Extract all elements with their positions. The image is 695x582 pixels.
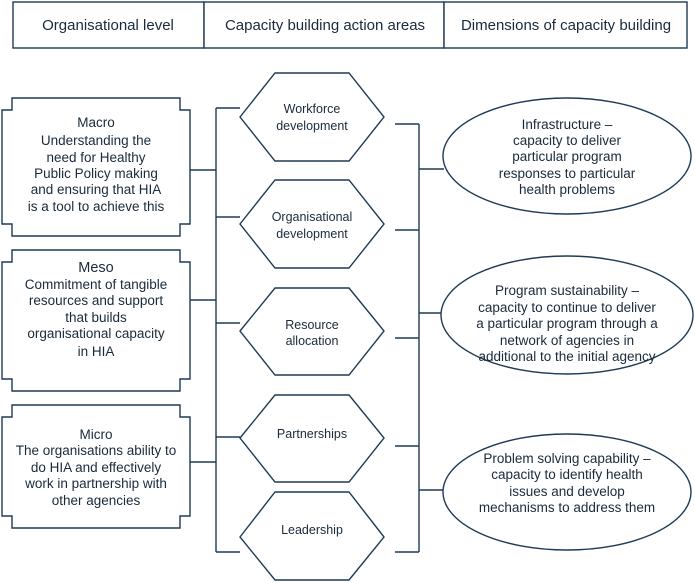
header-label-dimensions: Dimensions of capacity building <box>461 17 671 34</box>
level-line: resources and support <box>29 293 164 308</box>
action-area-label: Workforce <box>284 102 341 116</box>
dimension-line: health problems <box>519 182 615 197</box>
dimension-line: network of agencies in <box>500 333 634 348</box>
header-label-action-areas: Capacity building action areas <box>225 17 425 34</box>
hexagon-organisational-development <box>239 179 385 269</box>
dimension-line: Program sustainability – <box>495 283 640 298</box>
dimension-ellipses: Infrastructure – capacity to deliver par… <box>440 97 694 551</box>
level-title-micro: Micro <box>80 427 113 442</box>
action-area-label: Organisational <box>272 210 353 224</box>
level-line: organisational capacity <box>27 326 165 341</box>
action-area-label: Leadership <box>281 523 343 537</box>
level-line: that builds <box>65 310 127 325</box>
action-area-label: Partnerships <box>277 427 347 441</box>
level-line: and ensuring that HIA <box>31 182 162 197</box>
header-label-organisational-level: Organisational level <box>42 17 174 34</box>
dimension-line: particular program <box>512 149 622 164</box>
hexagon-partnerships <box>239 394 385 483</box>
connector-lines <box>190 107 444 553</box>
dimension-line: capacity to continue to deliver <box>478 300 656 315</box>
dimension-line: responses to particular <box>499 166 636 181</box>
hexagon-resource-allocation <box>239 287 385 376</box>
level-line: other agencies <box>52 493 141 508</box>
action-area-label: development <box>276 119 348 133</box>
dimension-line: Problem solving capability – <box>483 451 651 466</box>
ellipse-program-sustainability <box>440 255 694 375</box>
level-box-micro <box>1 404 191 529</box>
ellipse-problem-solving <box>442 433 692 551</box>
level-line: Commitment of tangible <box>25 277 168 292</box>
dimension-line: a particular program through a <box>476 316 658 331</box>
level-box-meso <box>1 249 191 392</box>
hexagon-leadership <box>239 491 385 581</box>
level-line: Public Policy making <box>34 166 158 181</box>
level-line: work in partnership with <box>24 476 167 491</box>
dimension-line: additional to the initial agency <box>478 349 655 364</box>
level-line: do HIA and effectively <box>31 460 162 475</box>
level-line: is a tool to achieve this <box>28 199 165 214</box>
level-title-macro: Macro <box>77 115 115 130</box>
level-line: in HIA <box>78 344 115 359</box>
header-cell-action-areas <box>203 1 445 49</box>
level-line: need for Healthy <box>46 150 145 165</box>
level-text-meso: Meso Commitment of tangible resources an… <box>25 260 168 359</box>
dimension-line: Infrastructure – <box>522 117 613 132</box>
level-line: The organisations ability to <box>16 443 177 458</box>
level-text-micro: Micro The organisations ability to do HI… <box>16 427 177 508</box>
level-line: Understanding the <box>41 133 151 148</box>
ellipse-infrastructure <box>442 97 692 215</box>
level-text-macro: Macro Understanding the need for Healthy… <box>28 115 165 214</box>
level-boxes: Macro Understanding the need for Healthy… <box>1 97 191 529</box>
action-area-label: development <box>276 227 348 241</box>
dimension-line: issues and develop <box>509 484 625 499</box>
level-title-meso: Meso <box>78 260 113 276</box>
action-area-label: allocation <box>286 334 339 348</box>
hexagon-workforce-development <box>239 72 385 162</box>
header-cell-dimensions <box>443 1 688 49</box>
action-area-label: Resource <box>285 318 339 332</box>
header-cell-organisational-level <box>12 1 205 49</box>
level-box-macro <box>1 97 191 237</box>
dimension-line: capacity to deliver <box>513 133 622 148</box>
dimension-line: capacity to identify health <box>491 467 643 482</box>
header-row: Organisational level Capacity building a… <box>12 1 688 49</box>
dimension-line: mechanisms to address them <box>479 500 655 515</box>
action-area-hexagons: Workforce development Organisational dev… <box>239 72 385 581</box>
